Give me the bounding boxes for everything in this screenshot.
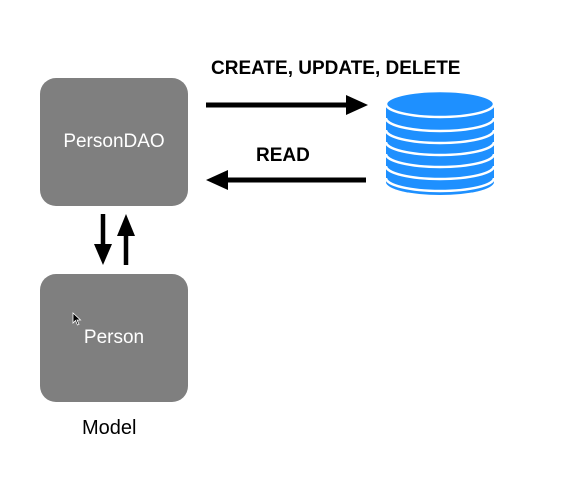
persondao-label: PersonDAO — [63, 131, 165, 152]
write-arrow — [206, 95, 368, 115]
person-box: Person — [40, 274, 188, 402]
up-arrow — [117, 214, 135, 265]
database-icon — [384, 89, 496, 195]
read-operation-label: READ — [256, 145, 310, 166]
persondao-box: PersonDAO — [40, 78, 188, 206]
mouse-cursor-icon — [72, 312, 82, 326]
model-caption: Model — [82, 417, 137, 439]
person-label: Person — [83, 327, 145, 348]
read-arrow — [206, 170, 366, 190]
write-operations-label: CREATE, UPDATE, DELETE — [211, 58, 461, 79]
down-arrow — [94, 214, 112, 265]
